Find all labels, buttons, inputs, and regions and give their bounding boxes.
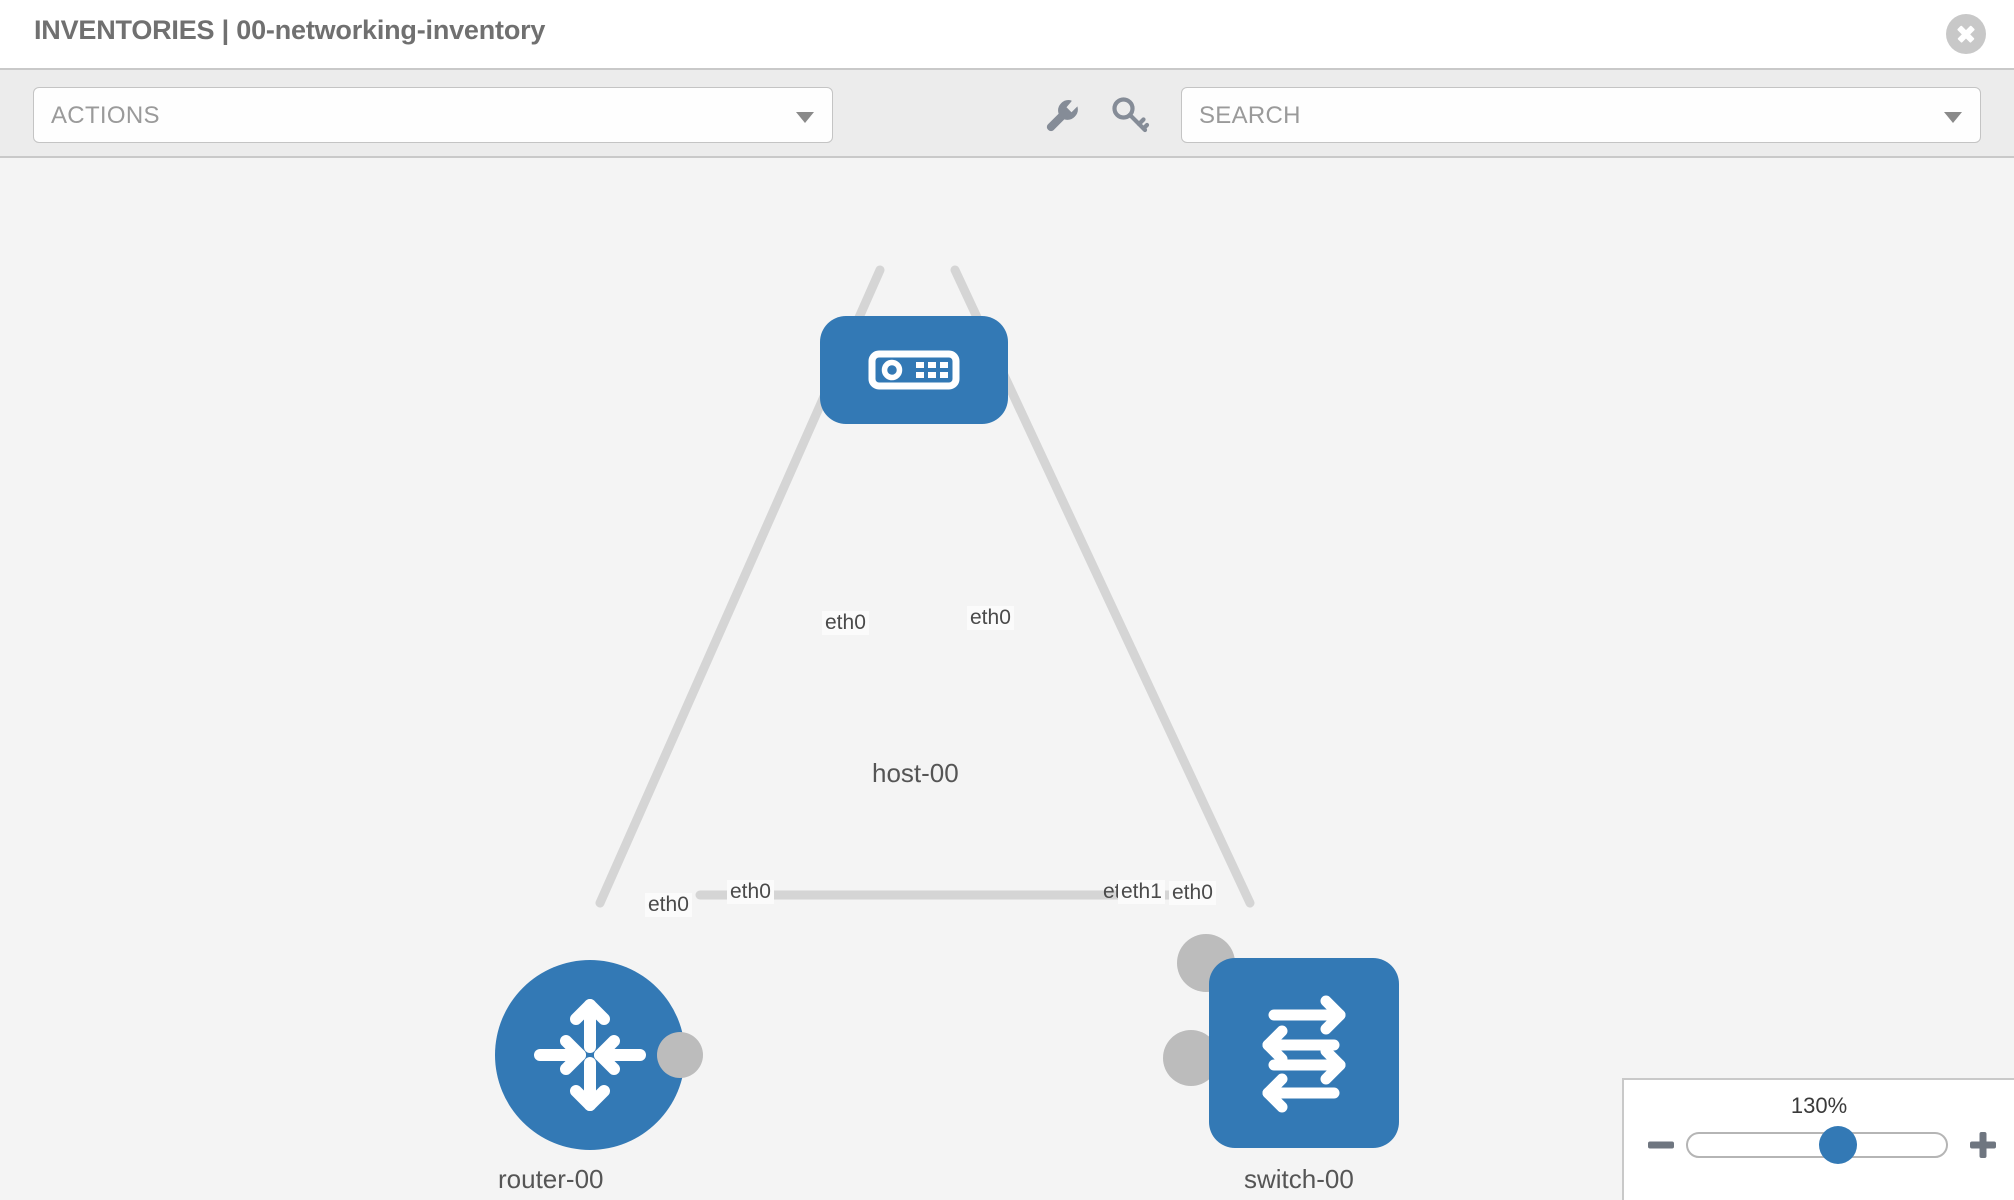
edge-label-switch-left: eth1: [1118, 880, 1165, 904]
search-placeholder: SEARCH: [1199, 102, 1301, 129]
chevron-down-icon[interactable]: [1944, 112, 1962, 123]
wrench-icon[interactable]: [1038, 92, 1084, 138]
page-title: INVENTORIES | 00-networking-inventory: [34, 15, 546, 45]
topology-node-label-switch-00: switch-00: [1241, 1164, 1357, 1195]
actions-dropdown[interactable]: ACTIONS: [33, 87, 833, 143]
topology-node-label-host-00: host-00: [869, 758, 962, 789]
page-header: INVENTORIES | 00-networking-inventory: [0, 0, 2014, 68]
edge-label-switch-up: eth0: [1169, 881, 1216, 905]
topology-links: [595, 265, 1255, 908]
switch-node-shape[interactable]: [1209, 958, 1399, 1148]
server-icon: [868, 350, 960, 390]
search-input[interactable]: SEARCH: [1181, 87, 1981, 143]
actions-dropdown-label: ACTIONS: [51, 102, 160, 129]
edge-label-host-right: eth0: [967, 606, 1014, 630]
zoom-in-button[interactable]: [1966, 1128, 2000, 1162]
key-icon[interactable]: [1106, 92, 1152, 138]
chevron-down-icon: [796, 112, 814, 123]
router-arrows-icon: [534, 999, 646, 1111]
toolbar: ACTIONS SEARCH: [0, 68, 2014, 158]
zoom-level-label: 130%: [1790, 1093, 1848, 1118]
topology-node-label-router-00: router-00: [495, 1164, 607, 1195]
zoom-control-panel: 130%: [1622, 1078, 2014, 1200]
edge-label-router-right: eth0: [727, 880, 774, 904]
topology-canvas[interactable]: host-00: [0, 158, 2014, 1200]
edge-label-host-left: eth0: [822, 611, 869, 635]
topology-node-switch-00[interactable]: [1163, 934, 1399, 1148]
zoom-out-button[interactable]: [1644, 1128, 1678, 1162]
topology-node-host-00[interactable]: [820, 316, 1008, 424]
router-node-shape[interactable]: [495, 960, 685, 1150]
zoom-slider-thumb[interactable]: [1818, 1126, 1857, 1164]
close-icon[interactable]: [1946, 14, 1986, 54]
switch-arrows-icon: [1262, 995, 1346, 1113]
host-node-shape[interactable]: [820, 316, 1008, 424]
topology-node-router-00[interactable]: [495, 960, 703, 1150]
router-connector-right[interactable]: [657, 1032, 703, 1078]
edge-label-router-up: eth0: [645, 893, 692, 917]
zoom-slider[interactable]: [1686, 1126, 1948, 1164]
